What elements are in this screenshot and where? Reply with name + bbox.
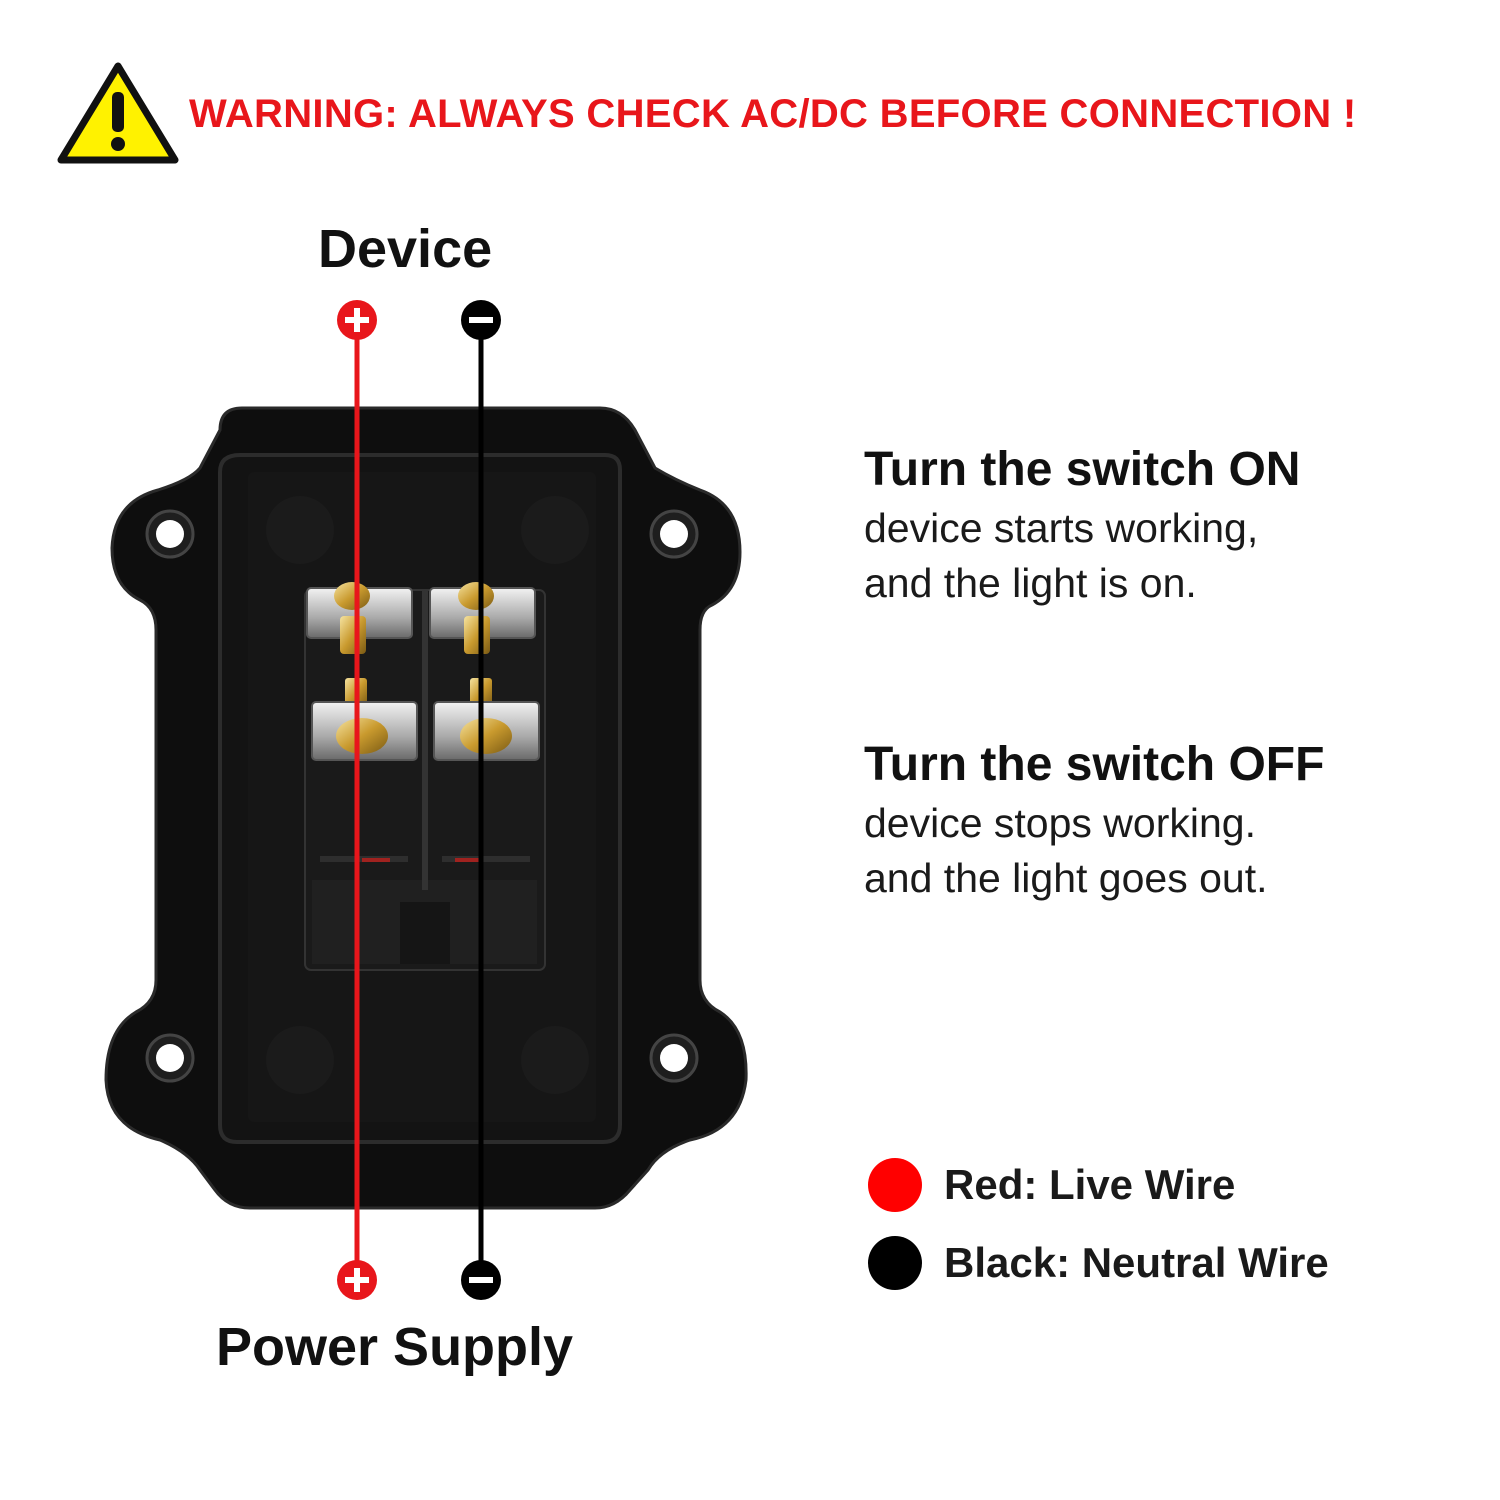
info-on-line2: and the light is on.	[864, 560, 1197, 606]
info-on-line1: device starts working,	[864, 505, 1259, 551]
switch-diagram	[104, 300, 748, 1300]
info-off-line1: device stops working.	[864, 800, 1256, 846]
info-off-block: Turn the switch OFF device stops working…	[864, 737, 1324, 906]
live-wire	[337, 300, 377, 1300]
black-dot-icon	[868, 1236, 922, 1290]
warning-triangle-icon	[57, 62, 179, 164]
red-dot-icon	[868, 1158, 922, 1212]
power-supply-label: Power Supply	[216, 1317, 574, 1377]
neutral-wire	[461, 300, 501, 1300]
device-label: Device	[318, 219, 493, 279]
info-off-line2: and the light goes out.	[864, 855, 1268, 901]
warning-text: WARNING: ALWAYS CHECK AC/DC BEFORE CONNE…	[189, 92, 1357, 136]
info-off-title: Turn the switch OFF	[864, 738, 1325, 791]
legend-live-label: Red: Live Wire	[944, 1161, 1236, 1208]
legend-neutral-label: Black: Neutral Wire	[944, 1239, 1329, 1286]
info-on-block: Turn the switch ON device starts working…	[864, 442, 1300, 611]
mounting-holes	[145, 509, 699, 1083]
info-on-title: Turn the switch ON	[864, 443, 1301, 496]
warning-banner: WARNING: ALWAYS CHECK AC/DC BEFORE CONNE…	[55, 60, 1475, 170]
